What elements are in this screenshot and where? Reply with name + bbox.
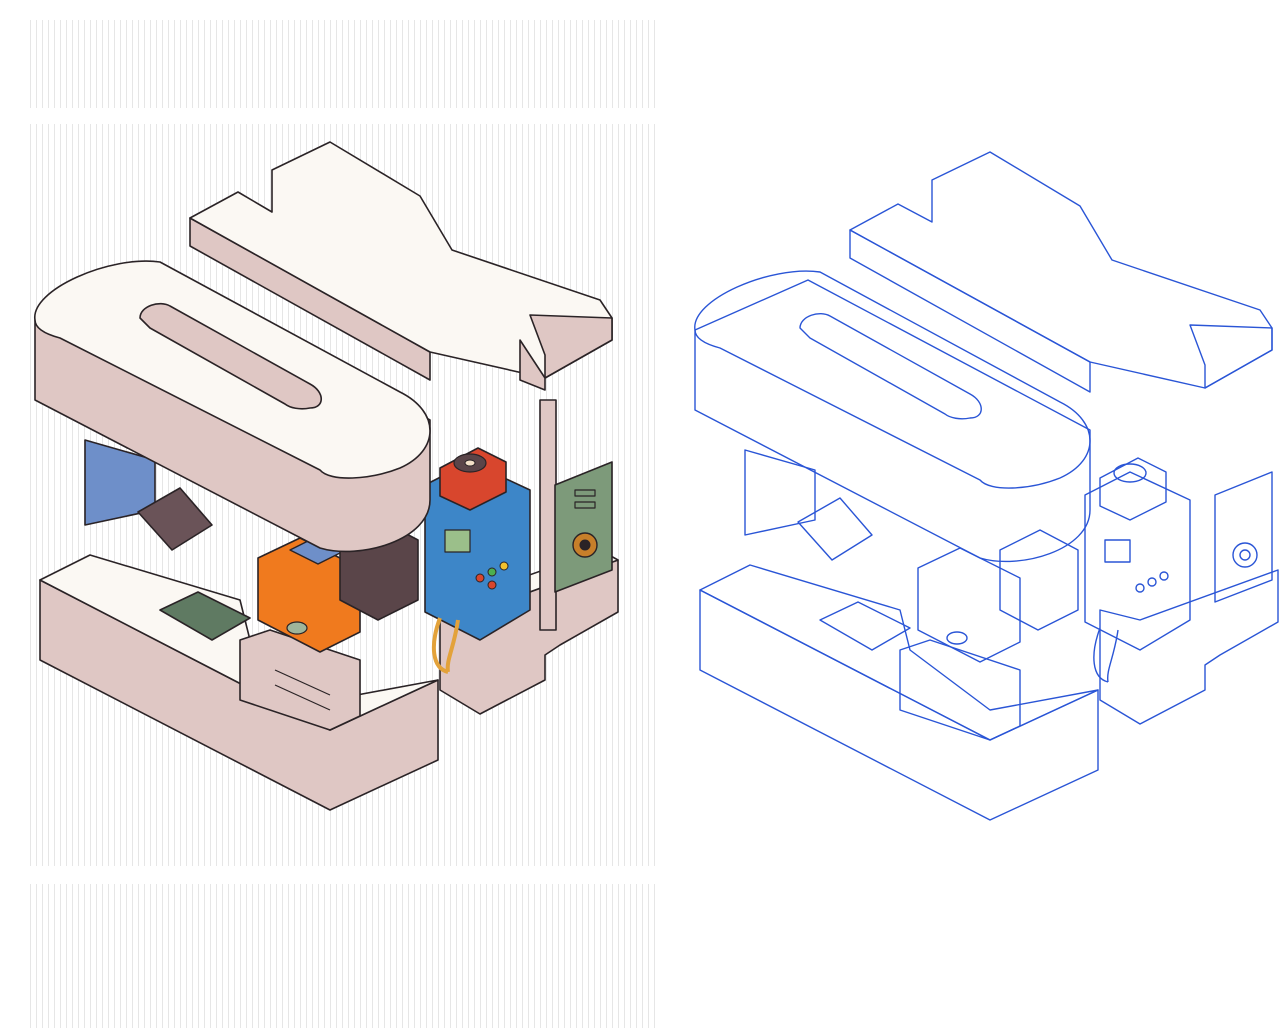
line-art-outline bbox=[694, 151, 1279, 821]
background-gap-top bbox=[30, 108, 658, 124]
cables bbox=[431, 617, 460, 674]
record-player bbox=[439, 447, 507, 511]
letter-o bbox=[34, 260, 431, 553]
tablet bbox=[137, 487, 213, 551]
background-gap-bottom bbox=[30, 866, 658, 884]
tray bbox=[159, 591, 251, 641]
color-illustration bbox=[30, 20, 658, 1028]
line-art-illustration bbox=[694, 151, 1279, 821]
drawer-cabinet bbox=[239, 629, 361, 731]
letter-k bbox=[189, 141, 613, 391]
color-illustration-panel bbox=[30, 20, 658, 1028]
speaker bbox=[554, 461, 613, 593]
line-art-panel bbox=[640, 0, 1280, 1028]
